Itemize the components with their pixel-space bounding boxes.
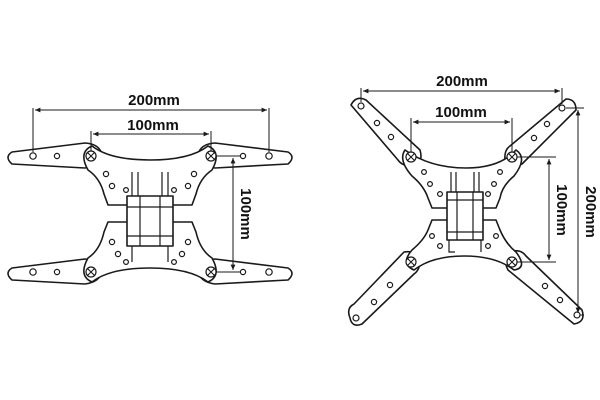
right-bottom-plate [405,219,523,271]
left-dimension-100mm-horizontal: 100mm [90,117,212,151]
left-dim-100mm-label: 100mm [127,117,179,134]
left-dim-200mm-label: 200mm [128,92,180,109]
right-dim-200mm-vertical-label: 200mm [582,186,599,238]
left-dim-100mm-vertical-label: 100mm [237,188,254,240]
right-holes [352,102,581,322]
right-dimension-200mm-horizontal: 200mm [360,73,563,104]
right-dim-100mm-vertical-label: 100mm [553,184,570,236]
right-top-plate [401,149,523,209]
left-dimension-200mm-horizontal: 200mm [32,92,270,152]
left-bracket [7,142,293,285]
left-dimension-100mm-vertical: 100mm [216,155,254,273]
left-center-rail [126,195,174,247]
left-top-plate [83,145,217,206]
left-holes [29,152,273,276]
right-center-rail [446,191,484,241]
left-bottom-plate [83,221,217,283]
left-screw-holes [85,150,217,278]
right-dim-100mm-label: 100mm [435,104,487,121]
right-screw-holes [405,151,518,268]
right-dimension-200mm-vertical: 200mm [566,107,599,316]
right-bracket [347,97,584,326]
right-dimension-100mm-vertical: 100mm [517,156,570,263]
right-dimension-100mm-horizontal: 100mm [410,104,513,152]
right-dim-200mm-label: 200mm [436,73,488,90]
